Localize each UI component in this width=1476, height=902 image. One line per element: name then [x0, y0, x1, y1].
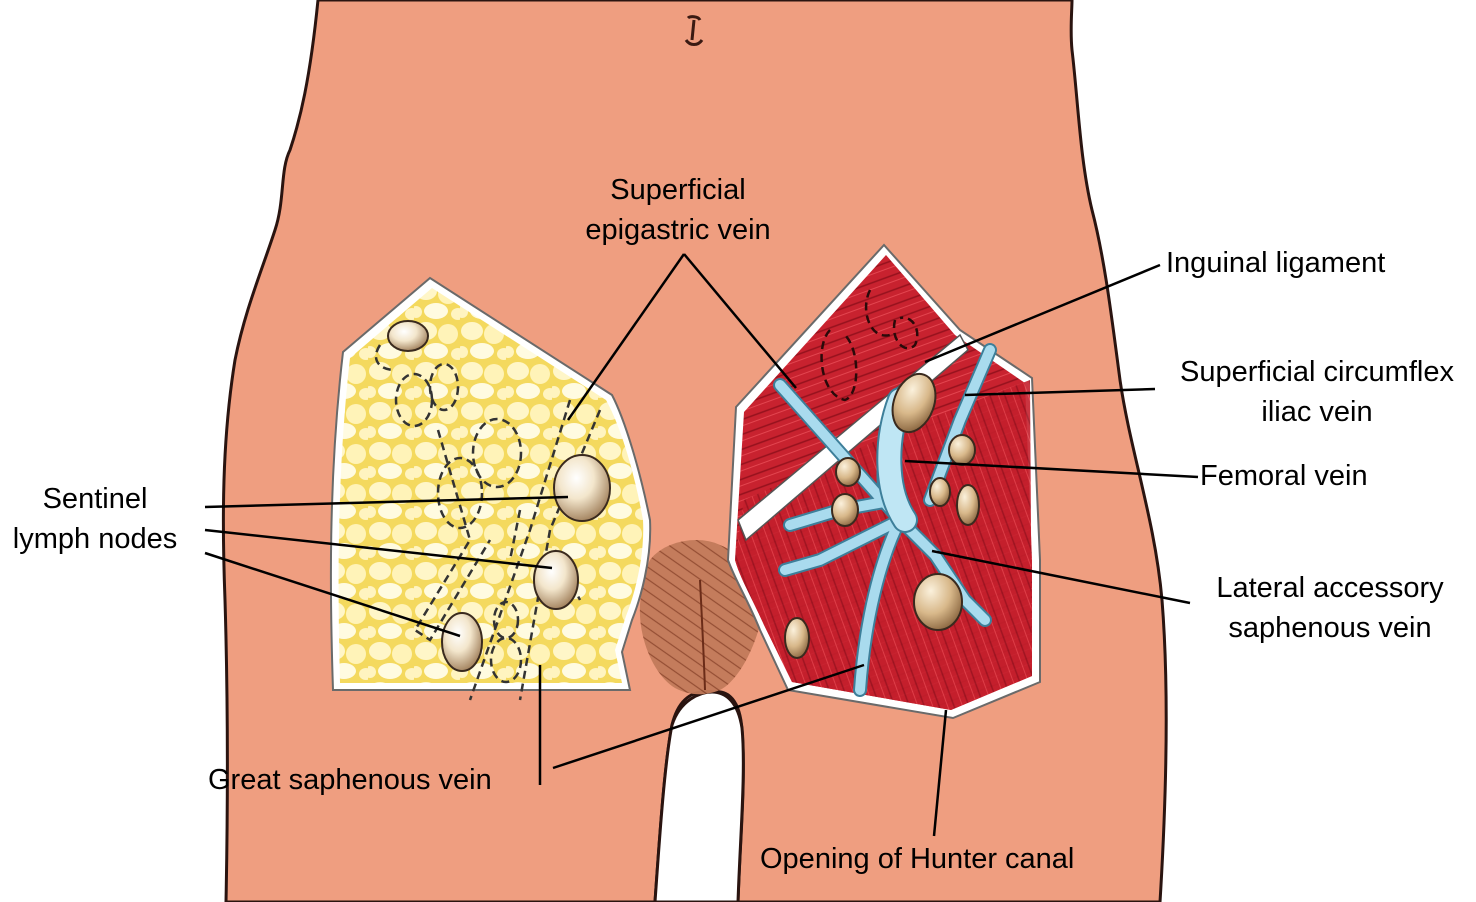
leader-sentinel-3: [204, 551, 461, 638]
label-line: Femoral vein: [1200, 460, 1368, 492]
label-line: Superficial circumflex: [1180, 356, 1454, 388]
label-line: saphenous vein: [1228, 612, 1432, 644]
label-line: Opening of Hunter canal: [760, 843, 1075, 875]
lymph-node: [891, 372, 937, 434]
label-line: Lateral accessory: [1216, 572, 1444, 604]
label-great-saphenous-vein: Great saphenous vein: [208, 760, 492, 800]
leader-femoral-vein: [904, 459, 1199, 479]
leader-circumflex-iliac: [964, 387, 1156, 397]
label-line: Superficial: [610, 174, 746, 206]
navel-icon: [684, 15, 704, 46]
lymph-node: [784, 617, 810, 659]
leader-great-saphenous-2: [552, 663, 865, 770]
label-line: epigastric vein: [585, 214, 771, 246]
leader-sentinel-2: [204, 528, 553, 570]
lymph-node: [553, 454, 611, 522]
leader-lateral-accessory: [931, 549, 1191, 605]
leader-inguinal-ligament: [924, 263, 1161, 364]
label-line: Sentinel: [42, 483, 148, 515]
leader-hunter-canal: [932, 709, 948, 837]
leader-superficial-epigastric-left: [566, 253, 686, 421]
label-line: lymph nodes: [12, 523, 178, 555]
label-femoral-vein: Femoral vein: [1200, 456, 1368, 496]
label-opening-of-hunter-canal: Opening of Hunter canal: [760, 839, 1074, 879]
lymph-node: [441, 612, 483, 672]
leader-lines: [204, 253, 1199, 837]
pubic-midline: [699, 579, 706, 691]
label-sentinel-lymph-nodes: Sentinel lymph nodes: [0, 479, 190, 559]
lymph-node: [913, 573, 963, 631]
label-line: Inguinal ligament: [1166, 247, 1386, 279]
label-line: Great saphenous vein: [208, 764, 492, 796]
dashed-outlines-muscle: [820, 289, 919, 402]
lymph-node: [948, 434, 976, 466]
lymph-node: [929, 477, 951, 507]
label-superficial-circumflex-iliac-vein: Superficial circumflex iliac vein: [1158, 352, 1476, 432]
label-lateral-accessory-saphenous-vein: Lateral accessory saphenous vein: [1195, 568, 1465, 648]
lymph-node: [835, 457, 861, 487]
label-superficial-epigastric-vein: Superficial epigastric vein: [560, 170, 796, 250]
lymph-node: [533, 550, 579, 610]
label-line: iliac vein: [1261, 396, 1373, 428]
lymph-node: [831, 493, 859, 527]
lymph-node: [956, 484, 980, 526]
leader-superficial-epigastric-right: [683, 253, 797, 389]
lymph-node: [387, 320, 429, 352]
label-inguinal-ligament: Inguinal ligament: [1166, 243, 1385, 283]
leader-sentinel-1: [204, 495, 569, 509]
